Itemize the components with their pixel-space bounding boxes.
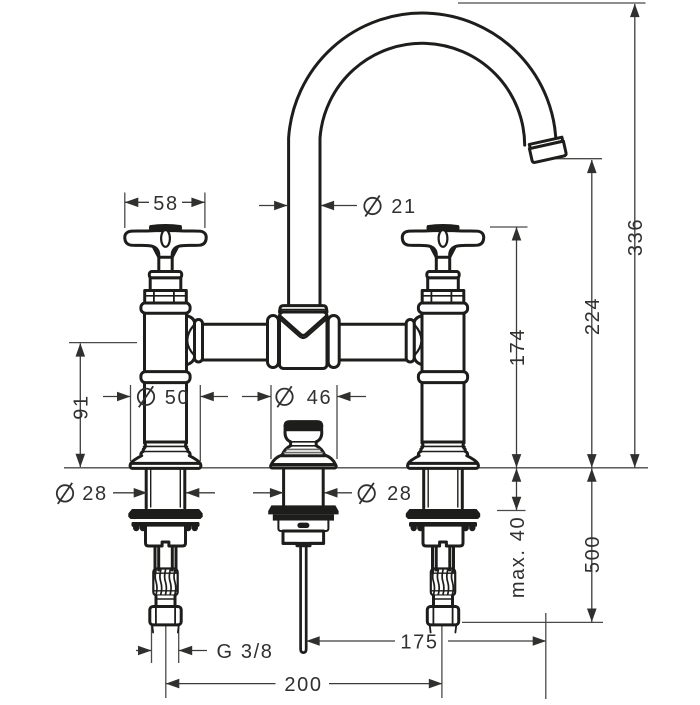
svg-text:28: 28 <box>387 483 412 505</box>
svg-text:max. 40: max. 40 <box>507 516 529 598</box>
svg-text:224: 224 <box>582 297 604 335</box>
svg-text:174: 174 <box>507 328 529 366</box>
svg-text:58: 58 <box>153 193 178 215</box>
svg-text:175: 175 <box>400 632 438 654</box>
svg-text:G 3/8: G 3/8 <box>217 641 274 663</box>
svg-text:50: 50 <box>165 387 190 409</box>
svg-text:28: 28 <box>82 483 107 505</box>
svg-text:46: 46 <box>307 387 332 409</box>
svg-text:500: 500 <box>582 535 604 573</box>
svg-text:200: 200 <box>284 674 322 696</box>
svg-text:336: 336 <box>625 218 647 256</box>
svg-text:21: 21 <box>391 196 416 218</box>
svg-text:91: 91 <box>71 394 93 419</box>
